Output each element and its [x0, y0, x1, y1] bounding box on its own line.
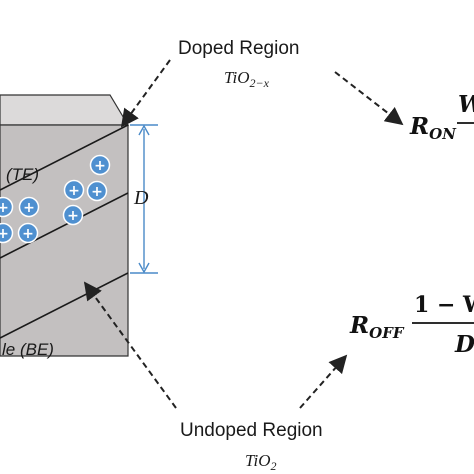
thickness-label: D: [133, 187, 149, 209]
r-on-subscript: ON: [429, 125, 457, 143]
ion: +: [89, 154, 111, 176]
r-off-numerator: 1 − W: [414, 292, 474, 318]
dimension-arrow-up: [138, 124, 150, 136]
ion-group: + + + + + + + +: [0, 154, 111, 244]
r-on-expression: RON W: [409, 91, 474, 143]
ion: +: [0, 222, 14, 244]
dimension-arrow-down: [138, 262, 150, 274]
ion: +: [0, 196, 14, 218]
arrow-doped-to-block: [120, 59, 171, 128]
block-top-face: [0, 94, 130, 126]
doped-formula-sub: 2−x: [250, 76, 270, 90]
undoped-formula-base: TiO: [245, 451, 271, 470]
arrow-undoped-to-block: [83, 281, 177, 409]
r-off-expression: ROFF 1 − W D: [349, 292, 474, 358]
memristor-block: (TE) le (BE) + + + + + + + +: [0, 94, 130, 359]
ion: +: [86, 180, 108, 202]
undoped-formula-sub: 2: [271, 459, 277, 473]
arrow-undoped-to-r-off: [299, 354, 348, 409]
arrow-doped-to-r-on: [334, 71, 404, 126]
layer-boundary-top-electrode: [0, 124, 129, 191]
svg-text:+: +: [23, 200, 35, 216]
r-off-symbol: ROFF: [349, 312, 405, 342]
r-on-base: R: [409, 113, 429, 140]
r-off-denominator: D: [454, 331, 474, 358]
arrow-group: [83, 59, 404, 409]
ion: +: [63, 179, 85, 201]
doped-formula-base: TiO: [224, 68, 250, 87]
svg-text:+: +: [94, 158, 106, 174]
r-off-subscript: OFF: [369, 324, 405, 342]
svg-text:+: +: [0, 200, 9, 216]
svg-text:+: +: [91, 184, 103, 200]
r-off-base: R: [349, 312, 369, 339]
undoped-region-formula: TiO2: [245, 451, 277, 473]
thickness-dimension: D: [130, 124, 158, 274]
svg-text:+: +: [22, 226, 34, 242]
svg-text:+: +: [68, 183, 80, 199]
svg-text:+: +: [67, 208, 79, 224]
top-electrode-label: (TE): [6, 165, 39, 184]
svg-text:+: +: [0, 226, 9, 242]
undoped-region-label: Undoped Region: [180, 420, 323, 441]
layer-boundary-doped: [0, 192, 129, 259]
layer-boundary-undoped: [0, 272, 129, 339]
ion: +: [62, 204, 84, 226]
doped-region-formula: TiO2−x: [224, 68, 270, 90]
r-on-symbol: RON: [409, 113, 457, 143]
block-front-face: [0, 124, 129, 357]
bottom-electrode-label: le (BE): [2, 340, 54, 359]
ion: +: [17, 222, 39, 244]
ion: +: [18, 196, 40, 218]
r-on-numerator: W: [458, 91, 474, 118]
doped-region-label: Doped Region: [178, 38, 299, 59]
